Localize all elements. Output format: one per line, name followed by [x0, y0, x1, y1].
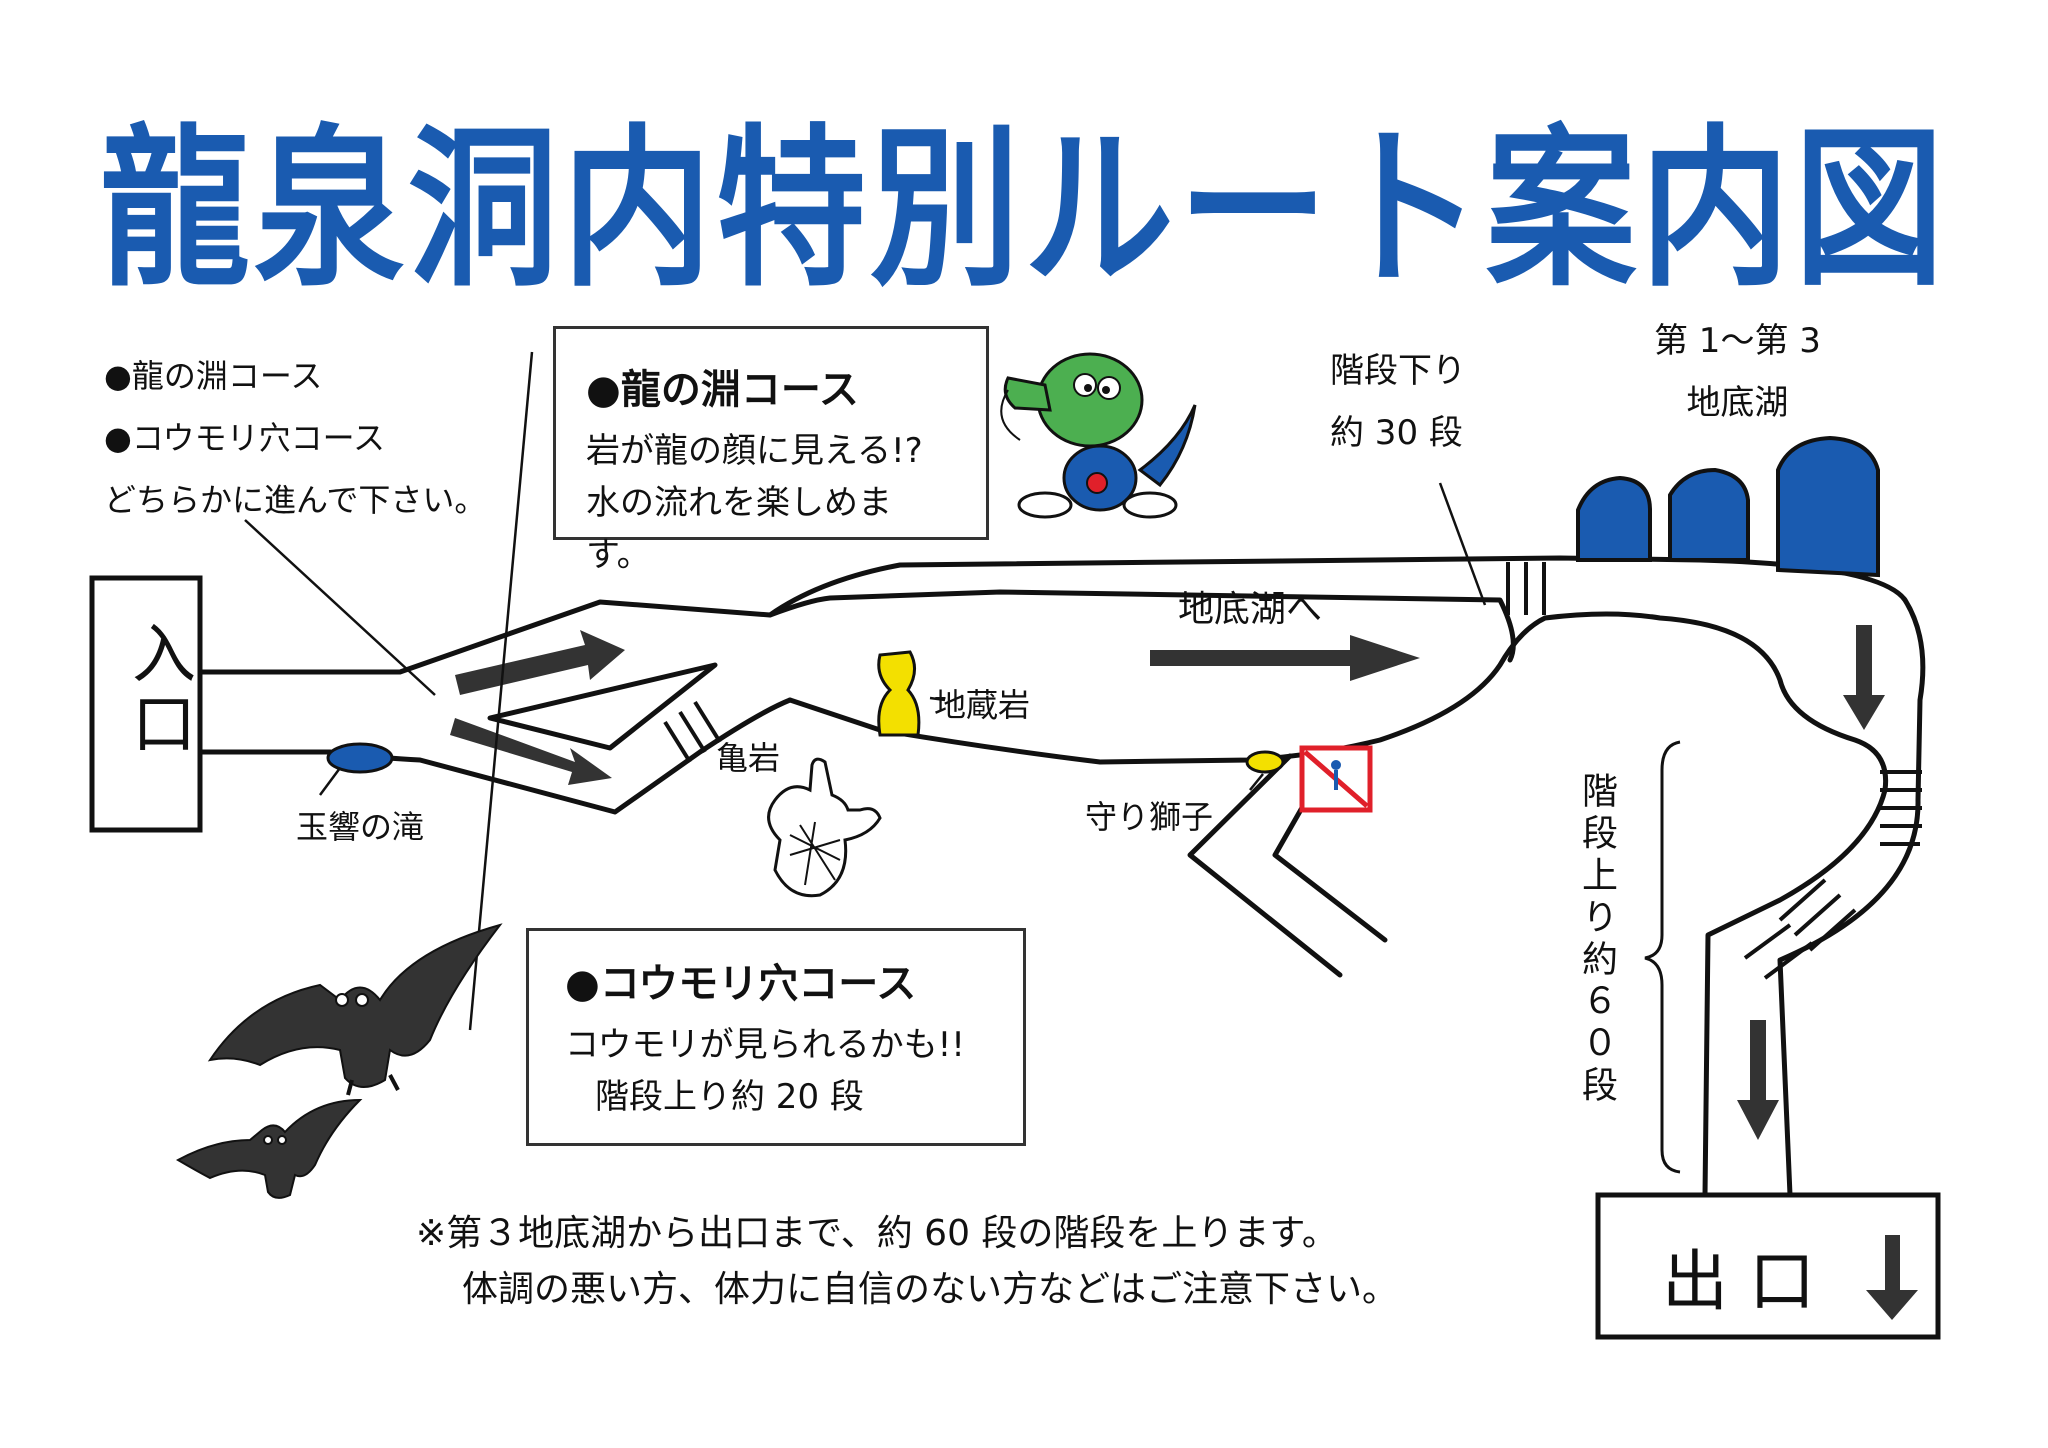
stairs-down-line-1: 階段下り [1330, 351, 1466, 391]
bat-icon [175, 1098, 363, 1199]
intro-text: ●龍の淵コース ●コウモリ穴コース どちらかに進んで下さい。 [104, 345, 486, 531]
jizoiwa-label: 地蔵岩 [934, 686, 1031, 724]
stairs-down-label: 階段下り 約 30 段 [1330, 340, 1466, 464]
tamahibiki-label: 玉響の滝 [296, 808, 425, 846]
entrance-label: 入口 [121, 620, 195, 760]
ryu-course-line-1: 岩が龍の顔に見える!? [586, 431, 923, 471]
stairs-brace [1644, 740, 1681, 1174]
ryu-course-heading: ●龍の淵コース [586, 367, 859, 413]
to-lake-label: 地底湖へ [1178, 589, 1323, 630]
intro-line-choose: どちらかに進んで下さい。 [104, 481, 487, 519]
corridor-walls [197, 555, 1926, 1198]
lakes-label: 第 1～第 3 地底湖 [1654, 310, 1821, 434]
lakes-line-1: 第 1～第 3 [1654, 321, 1821, 361]
lakes-line-2: 地底湖 [1686, 383, 1789, 423]
exit-label: 出 口 [1662, 1243, 1815, 1320]
intro-line-ryu: ●龍の淵コース [104, 357, 323, 395]
stairs-up-label: 階段上り約６０段 [1576, 772, 1617, 1108]
notice-line-2: 体調の悪い方、体力に自信のない方などはご注意下さい。 [462, 1269, 1399, 1310]
bat-course-line-2: 階段上り約 20 段 [595, 1077, 864, 1117]
mamorijishi-label: 守り獅子 [1085, 798, 1214, 836]
ryu-course-box: ●龍の淵コース 岩が龍の顔に見える!? 水の流れを楽しめます。 [553, 326, 989, 575]
tamahibiki-pool [326, 742, 394, 774]
bat-course-heading: ●コウモリ穴コース [565, 961, 917, 1007]
kameiwa-label: 亀岩 [716, 739, 781, 777]
exit-box [1595, 1192, 1941, 1340]
ryu-course-line-2: 水の流れを楽しめます。 [586, 483, 892, 575]
exit-down-arrow-icon [1866, 1235, 1918, 1320]
stairs-notice: ※第３地底湖から出口まで、約 60 段の階段を上ります。 体調の悪い方、体力に自… [416, 1206, 1398, 1318]
direction-arrows [450, 625, 1885, 1140]
bat-course-box: ●コウモリ穴コース コウモリが見られるかも!! 階段上り約 20 段 [526, 928, 1026, 1146]
intro-line-bat: ●コウモリ穴コース [104, 419, 386, 457]
dragon-mascot-icon [1000, 352, 1197, 519]
no-entry-sign-icon [1299, 745, 1373, 813]
bat-icon [207, 923, 503, 1096]
stairs-down-line-2: 約 30 段 [1330, 413, 1463, 453]
jizo-rock [877, 650, 921, 737]
bat-course-line-1: コウモリが見られるかも!! [565, 1025, 965, 1065]
pointer-lines [244, 351, 1487, 1031]
stairs [663, 562, 1922, 980]
map-title: 龍泉洞内特別ルート案内図 [99, 110, 1948, 311]
underground-lakes [1576, 435, 1880, 578]
mamorijishi-rock [1245, 750, 1285, 774]
notice-line-1: ※第３地底湖から出口まで、約 60 段の階段を上ります。 [416, 1213, 1338, 1254]
entrance-box [89, 575, 203, 833]
turtle-rock-icon [767, 757, 882, 898]
